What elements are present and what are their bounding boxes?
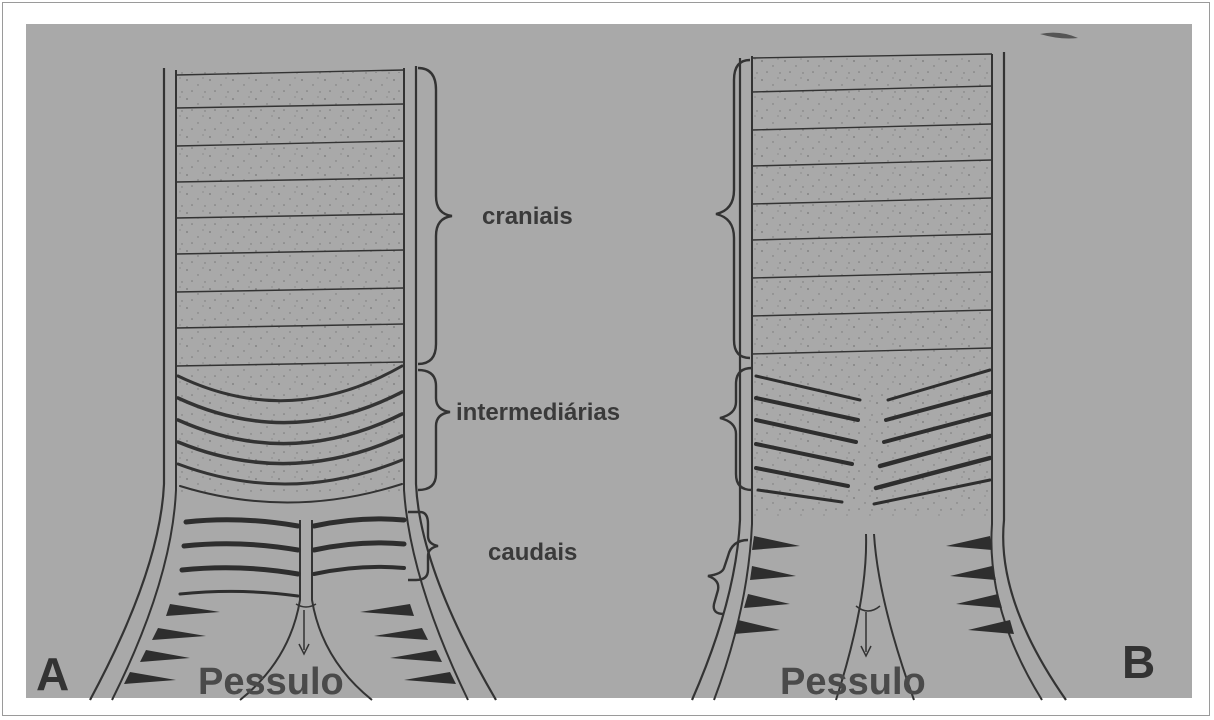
- panel-b-letter: B: [1122, 636, 1155, 688]
- panel-a-letter: A: [36, 648, 69, 700]
- panel-a-pessulus-label: Pessulo: [198, 661, 344, 703]
- label-caudais: caudais: [488, 539, 577, 566]
- panel-b-pessulus-label: Pessulo: [780, 661, 926, 703]
- label-intermediarias: intermediárias: [456, 399, 620, 426]
- label-craniais: craniais: [482, 203, 573, 230]
